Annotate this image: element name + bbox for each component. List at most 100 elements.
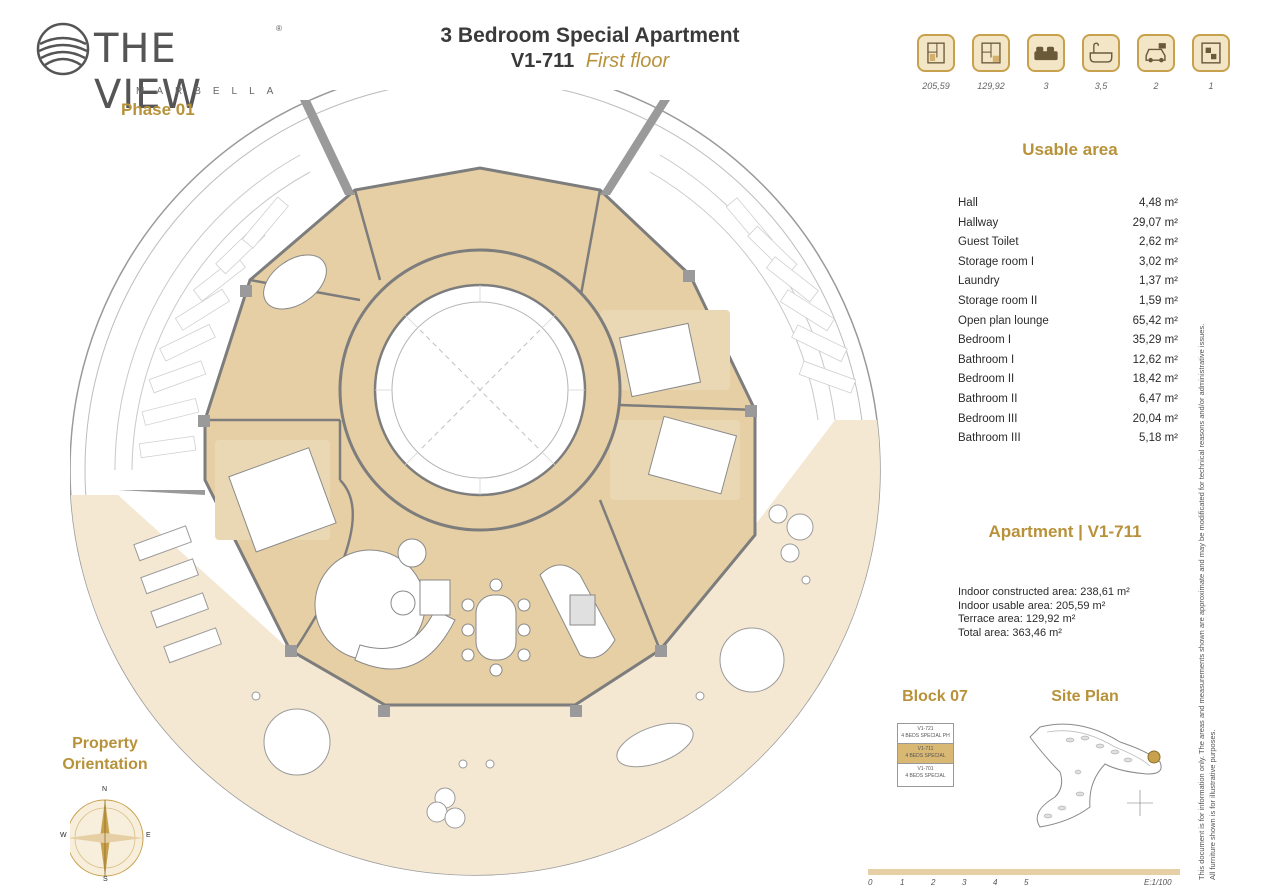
scale-tick: 2 — [931, 878, 936, 887]
area-row: Storage room II 1,59 m² — [958, 294, 1178, 314]
disclaimer-note: This document is for information only. T… — [1196, 220, 1218, 880]
room-area: 18,42 m² — [1132, 373, 1178, 386]
terrace-furniture — [133, 504, 814, 829]
area-row: Laundry 1,37 m² — [958, 274, 1178, 294]
brand-registered-mark: ® — [276, 24, 282, 33]
scale-tick: 3 — [962, 878, 967, 887]
compass-icon — [70, 799, 144, 877]
beds — [228, 254, 738, 553]
usable-area-table: Hall 4,48 m² Hallway 29,07 m² Guest Toilet… — [958, 196, 1178, 451]
parking-value: 2 — [1153, 81, 1159, 91]
indoor-constructed-area: Indoor constructed area: 238,61 m² — [958, 586, 1130, 598]
room-name: Bathroom III — [958, 432, 1021, 445]
phase-label: Phase 01 — [121, 100, 195, 119]
brand-logo: THE VIEW ® MARBELLA — [36, 22, 286, 118]
area-row: Guest Toilet 2,62 m² — [958, 235, 1178, 255]
room-area: 1,59 m² — [1139, 294, 1178, 307]
unit-code: V1-711 — [917, 746, 934, 752]
room-name: Bathroom II — [958, 392, 1018, 405]
area-row: Bathroom II 6,47 m² — [958, 392, 1178, 412]
unit-desc: 4 BEDS SPECIAL — [905, 773, 946, 779]
brand-subtitle: MARBELLA — [136, 86, 286, 97]
floor-plan-icon — [917, 34, 955, 72]
apartment-summary: Indoor constructed area: 238,61 m² Indoo… — [958, 586, 1130, 640]
room-area: 65,42 m² — [1132, 314, 1178, 327]
room-area: 6,47 m² — [1139, 392, 1178, 405]
room-name: Open plan lounge — [958, 314, 1049, 327]
room-name: Laundry — [958, 275, 1000, 288]
room-area: 12,62 m² — [1132, 353, 1178, 366]
disclaimer-line1: This document is for information only. T… — [1197, 323, 1206, 880]
room-area: 2,62 m² — [1139, 236, 1178, 249]
columns — [198, 270, 757, 717]
room-name: Guest Toilet — [958, 236, 1019, 249]
globe-logo-icon — [36, 22, 90, 76]
lounge-furniture — [314, 538, 616, 677]
wall-fins — [118, 100, 670, 495]
area-row: Bedroom I 35,29 m² — [958, 333, 1178, 353]
scale-bar: 0 1 2 3 4 5 E:1/100 — [868, 866, 1180, 890]
storage-icon — [1192, 34, 1230, 72]
area-row: Bathroom I 12,62 m² — [958, 353, 1178, 373]
room-area: 5,18 m² — [1139, 432, 1178, 445]
floor-label: First floor — [585, 50, 670, 72]
area-row: Bathroom III 5,18 m² — [958, 431, 1178, 451]
room-name: Bathroom I — [958, 353, 1015, 366]
apartment-summary-title: Apartment | V1-711 — [988, 522, 1142, 541]
room-area: 1,37 m² — [1139, 275, 1178, 288]
room-area: 29,07 m² — [1132, 216, 1178, 229]
room-name: Bedroom II — [958, 373, 1015, 386]
orientation-line1: Property — [72, 735, 138, 752]
unit-code: V1-701 — [917, 766, 934, 772]
room-name: Hall — [958, 197, 978, 209]
scale-tick: 0 — [868, 878, 873, 887]
orientation-line2: Orientation — [62, 756, 148, 773]
area-row: Hall 4,48 m² — [958, 196, 1178, 216]
usable-area-title: Usable area — [1022, 140, 1118, 159]
room-name: Bedroom III — [958, 412, 1018, 425]
bathrooms-value: 3,5 — [1094, 81, 1108, 91]
room-name: Hallway — [958, 216, 999, 229]
bedrooms-value: 3 — [1043, 81, 1049, 91]
room-area: 20,04 m² — [1132, 412, 1178, 425]
compass-north: N — [102, 786, 108, 793]
compass-west: W — [60, 832, 67, 839]
site-plan-title: Site Plan — [1051, 688, 1119, 705]
room-name: Bedroom I — [958, 334, 1012, 347]
storage-value: 1 — [1208, 81, 1214, 91]
scale-label: E:1/100 — [1144, 878, 1172, 887]
terrace-area-text: Terrace area: 129,92 m² — [958, 613, 1076, 625]
terrace-area-value: 129,92 — [977, 81, 1005, 91]
block-title: Block 07 — [902, 688, 968, 705]
total-area: Total area: 363,46 m² — [958, 626, 1062, 639]
area-row: Storage room I 3,02 m² — [958, 255, 1178, 275]
unit-code: V1-721 — [917, 726, 934, 732]
area-row: Bedroom II 18,42 m² — [958, 372, 1178, 392]
room-area: 4,48 m² — [1139, 197, 1178, 209]
brand-name: THE VIEW — [94, 26, 202, 118]
scale-tick: 1 — [900, 878, 905, 887]
compass-east: E — [146, 832, 151, 839]
unit-desc: 4 BEDS SPECIAL — [905, 753, 946, 759]
terrace-area — [70, 420, 880, 875]
apartment-code-title: V1-711 First floor — [390, 50, 790, 73]
room-name: Storage room II — [958, 294, 1038, 307]
area-row: Bedroom III 20,04 m² — [958, 412, 1178, 432]
room-area: 3,02 m² — [1139, 255, 1178, 268]
bathtub-icon — [1082, 34, 1120, 72]
scale-track — [868, 869, 1180, 875]
room-area: 35,29 m² — [1132, 334, 1178, 347]
indoor-area-value: 205,59 — [922, 81, 950, 91]
scale-tick: 4 — [993, 878, 998, 887]
bed-icon — [1027, 34, 1065, 72]
area-row: Open plan lounge 65,42 m² — [958, 314, 1178, 334]
area-row: Hallway 29,07 m² — [958, 216, 1178, 236]
car-icon — [1137, 34, 1175, 72]
room-name: Storage room I — [958, 255, 1035, 268]
loungers-upper — [138, 196, 857, 459]
unit-desc: 4 BEDS SPECIAL PH — [901, 733, 950, 739]
compass-south: S — [103, 876, 108, 883]
